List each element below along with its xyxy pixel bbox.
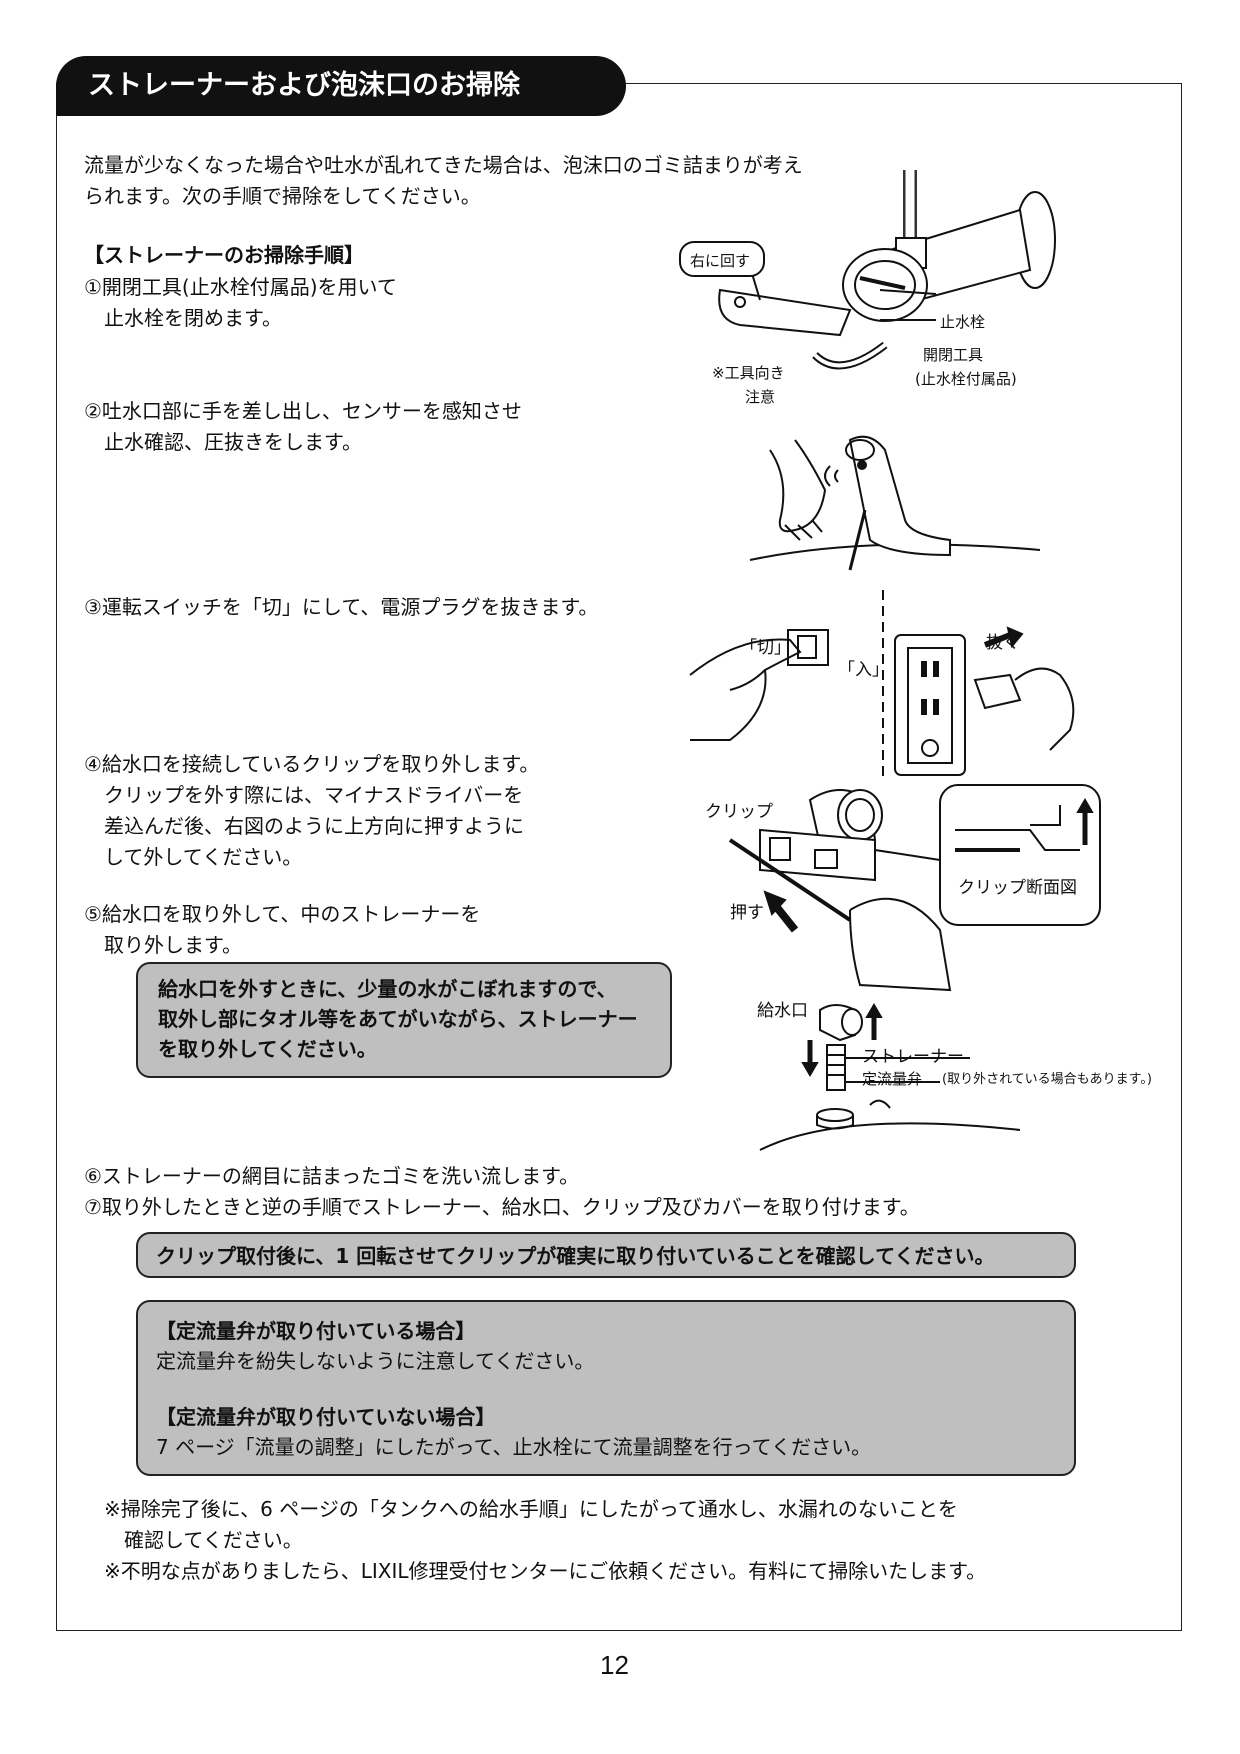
step-4-line-4: して外してください。 bbox=[84, 845, 303, 869]
note-line-2: 確認してください。 bbox=[104, 1528, 303, 1552]
turn-right-label: 右に回す bbox=[690, 252, 751, 270]
switch-off-label: 「切」 bbox=[740, 638, 791, 658]
tool-warning-line-1: ※工具向き bbox=[712, 364, 785, 382]
step-5-line-1: ⑤給水口を取り外して、中のストレーナーを bbox=[84, 902, 481, 926]
clip-check-callout: クリップ取付後に、1 回転させてクリップが確実に取り付いていることを確認してくだ… bbox=[136, 1232, 1076, 1278]
note-line-1: ※掃除完了後に、6 ページの「タンクへの給水手順」にしたがって通水し、水漏れのな… bbox=[104, 1497, 958, 1521]
step-5-line-2: 取り外します。 bbox=[84, 933, 242, 957]
step-4-line-2: クリップを外す際には、マイナスドライバーを bbox=[84, 783, 524, 807]
spout-sensor-illustration bbox=[749, 435, 1041, 571]
stop-valve-illustration bbox=[679, 170, 1056, 370]
page-number: 12 bbox=[600, 1650, 629, 1680]
inlet-strainer-illustration bbox=[759, 1003, 1021, 1151]
water-warning-line-2: 取外し部にタオル等をあてがいながら、ストレーナー bbox=[158, 1007, 638, 1031]
intro-line-2: られます。次の手順で掃除をしてください。 bbox=[84, 184, 481, 208]
switch-on-label: 「入」 bbox=[838, 660, 889, 680]
pull-label: 抜く bbox=[986, 633, 1020, 653]
inlet-label: 給水口 bbox=[757, 1001, 808, 1021]
intro-line-1: 流量が少なくなった場合や吐水が乱れてきた場合は、泡沫口のゴミ詰まりが考え bbox=[84, 153, 803, 177]
water-warning-callout: 給水口を外すときに、少量の水がこぼれますので、 取外し部にタオル等をあてがいなが… bbox=[136, 962, 672, 1078]
tool-label: 開閉工具 bbox=[923, 346, 984, 364]
valve-missing-heading: 【定流量弁が取り付いていない場合】 bbox=[156, 1405, 496, 1429]
tool-note-label: (止水栓付属品) bbox=[915, 370, 1017, 388]
clip-removal-illustration bbox=[728, 784, 1101, 992]
clip-label: クリップ bbox=[705, 802, 773, 822]
clip-section-label: クリップ断面図 bbox=[958, 878, 1077, 898]
procedure-heading: 【ストレーナーのお掃除手順】 bbox=[84, 243, 364, 267]
stop-valve-label: 止水栓 bbox=[940, 313, 986, 331]
valve-callout: 【定流量弁が取り付いている場合】 定流量弁を紛失しないように注意してください。 … bbox=[136, 1300, 1076, 1476]
step-2-line-2: 止水確認、圧抜きをします。 bbox=[84, 430, 362, 454]
push-label: 押す bbox=[730, 903, 764, 923]
switch-plug-illustration bbox=[689, 590, 1075, 780]
water-warning-line-1: 給水口を外すときに、少量の水がこぼれますので、 bbox=[158, 977, 617, 1001]
step-6: ⑥ストレーナーの網目に詰まったゴミを洗い流します。 bbox=[84, 1164, 580, 1188]
step-1-line-2: 止水栓を閉めます。 bbox=[84, 306, 282, 330]
step-2-line-1: ②吐水口部に手を差し出し、センサーを感知させ bbox=[84, 399, 522, 423]
valve-attached-heading: 【定流量弁が取り付いている場合】 bbox=[156, 1319, 476, 1343]
step-1-line-1: ①開閉工具(止水栓付属品)を用いて bbox=[84, 275, 397, 299]
valve-note-label: (取り外されている場合もあります。) bbox=[942, 1072, 1152, 1087]
strainer-label: ストレーナー bbox=[862, 1047, 964, 1067]
step-4-line-1: ④給水口を接続しているクリップを取り外します。 bbox=[84, 752, 540, 776]
turn-right-bubble bbox=[679, 241, 765, 277]
step-7: ⑦取り外したときと逆の手順でストレーナー、給水口、クリップ及びカバーを取り付けま… bbox=[84, 1195, 920, 1219]
valve-missing-text: 7 ページ「流量の調整」にしたがって、止水栓にて流量調整を行ってください。 bbox=[156, 1435, 872, 1459]
valve-attached-text: 定流量弁を紛失しないように注意してください。 bbox=[156, 1349, 595, 1373]
note-line-3: ※不明な点がありましたら、LIXIL修理受付センターにご依頼ください。有料にて掃… bbox=[104, 1559, 987, 1583]
water-warning-line-3: を取り外してください。 bbox=[158, 1037, 377, 1061]
step-3-line-1: ③運転スイッチを「切」にして、電源プラグを抜きます。 bbox=[84, 595, 599, 619]
tool-warning-line-2: 注意 bbox=[745, 388, 776, 406]
clip-check-text: クリップ取付後に、1 回転させてクリップが確実に取り付いていることを確認してくだ… bbox=[156, 1244, 995, 1268]
step-4-line-3: 差込んだ後、右図のように上方向に押すように bbox=[84, 814, 524, 838]
section-title: ストレーナーおよび泡沫口のお掃除 bbox=[56, 56, 626, 116]
valve-label: 定流量弁 bbox=[862, 1070, 923, 1088]
